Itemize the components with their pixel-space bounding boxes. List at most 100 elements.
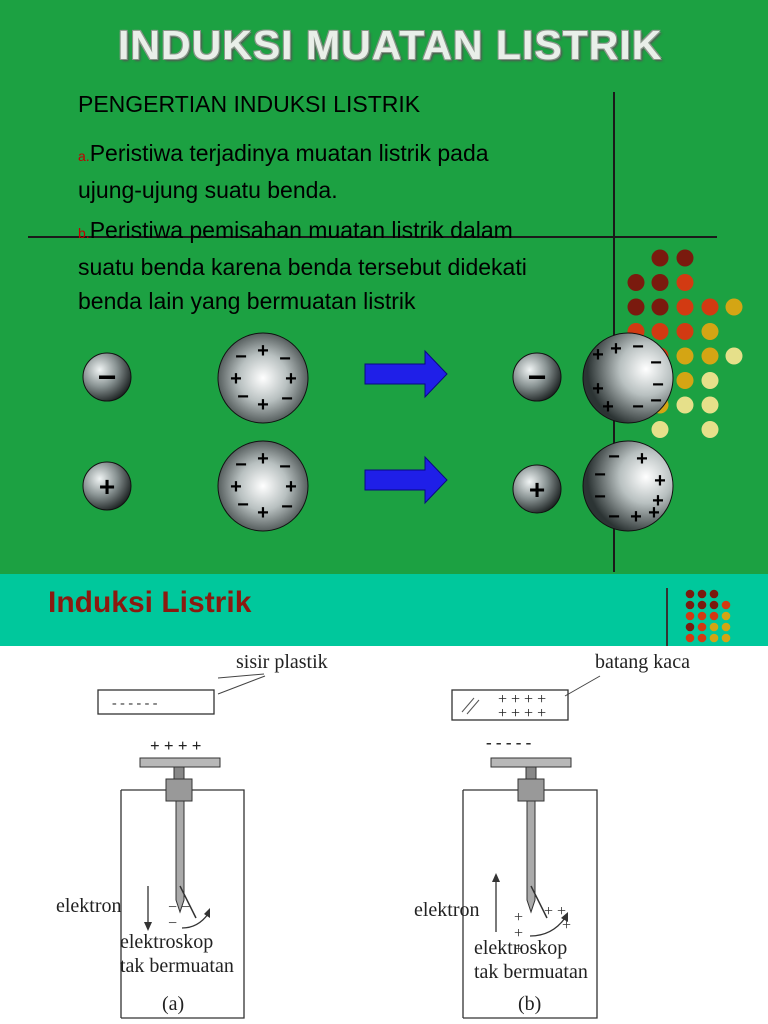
item-b-marker: b. <box>78 225 90 241</box>
leaf-charges-b: + <box>514 909 523 926</box>
decorative-dot <box>709 589 719 599</box>
charge-sign: − <box>650 390 662 412</box>
charge-sign: − <box>528 359 547 395</box>
charge-sign: − <box>279 456 291 478</box>
row1-large-sphere-neutral: −+−++−+− <box>217 332 309 424</box>
decorative-dot <box>685 589 695 599</box>
decorative-dot <box>676 249 694 267</box>
svg-text:+: + <box>562 917 571 934</box>
caption-b-line2: tak bermuatan <box>474 961 588 983</box>
caption-a-line1: elektroskop <box>120 931 213 953</box>
leaf-charges-a: − − <box>168 899 190 916</box>
rod-charges-b-bottom: + + + + <box>498 705 546 722</box>
charge-sign: + <box>257 502 269 524</box>
rod-label-a: sisir plastik <box>236 651 328 673</box>
row2-small-sphere-positive-after: + <box>512 464 562 514</box>
row2-large-sphere-neutral: −+−++−+− <box>217 440 309 532</box>
flow-label-b: elektron <box>414 899 480 921</box>
charge-sign: + <box>610 338 622 360</box>
decorative-dot <box>709 633 719 643</box>
decorative-horizontal-line <box>28 236 717 238</box>
electroscope-diagram-a: sisir plastik - - - - - - + + + + elektr… <box>56 651 328 1019</box>
item-a-marker: a. <box>78 148 90 164</box>
row2-small-sphere-positive: + <box>82 461 132 511</box>
row1-arrow-icon <box>364 349 448 399</box>
plate-charges-b: - - - - - <box>486 733 532 752</box>
decorative-dot <box>709 622 719 632</box>
slide-title: INDUKSI MUATAN LISTRIK <box>118 22 663 68</box>
charge-sign: + <box>636 448 648 470</box>
item-b-line1: Peristiwa pemisahan muatan listrik dalam <box>89 217 513 243</box>
charge-sign: − <box>235 454 247 476</box>
decorative-dot <box>697 600 707 610</box>
charge-sign: + <box>592 378 604 400</box>
decorative-vertical-line <box>666 588 668 646</box>
charge-sign: + <box>285 368 297 390</box>
charge-sign: + <box>257 394 269 416</box>
decorative-dot <box>627 274 645 291</box>
electroscope-figure: sisir plastik - - - - - - + + + + elektr… <box>56 651 690 1019</box>
charge-sign: + <box>230 368 242 390</box>
charge-sign: − <box>650 352 662 374</box>
decorative-dot <box>685 600 695 610</box>
charge-sign: − <box>281 496 293 518</box>
charge-sign: − <box>237 386 249 408</box>
flow-label-a: elektron <box>56 895 122 917</box>
decorative-dot <box>697 622 707 632</box>
item-a-line1: Peristiwa terjadinya muatan listrik pada <box>89 140 489 166</box>
slide2-title: Induksi Listrik <box>48 586 252 619</box>
charge-sign: − <box>594 486 606 508</box>
caption-a-line2: tak bermuatan <box>120 955 234 977</box>
decorative-dot <box>697 589 707 599</box>
decorative-dot <box>701 298 719 316</box>
row2-large-sphere-polarized: −+−+−+−++ <box>582 440 674 532</box>
svg-text:+ +: + + <box>544 903 566 920</box>
rod-charges-a: - - - - - - <box>112 696 158 711</box>
decorative-dot <box>676 274 694 291</box>
charge-sign: + <box>529 474 545 505</box>
row1-small-sphere-negative-after: − <box>512 352 562 402</box>
decorative-dot <box>721 611 731 621</box>
row2-arrow-icon <box>364 455 448 505</box>
title-band: Induksi Listrik <box>0 574 768 646</box>
decorative-dot <box>651 274 669 291</box>
charge-sign: + <box>654 470 666 492</box>
rod-charges-b-top: + + + + <box>498 691 546 708</box>
decorative-dot <box>725 298 743 316</box>
charge-sign: − <box>279 348 291 370</box>
charge-sign: − <box>652 374 664 396</box>
charge-sign: − <box>237 494 249 516</box>
decorative-dot-grid-small <box>685 589 731 643</box>
decorative-dot <box>651 298 669 316</box>
caption-b-line1: elektroskop <box>474 937 567 959</box>
decorative-dot <box>697 611 707 621</box>
slide-induksi-listrik: Induksi Listrik sisir plastik - - - - - … <box>0 574 768 1024</box>
decorative-dot <box>697 633 707 643</box>
svg-text:−: − <box>168 915 177 932</box>
item-b-line2: suatu benda karena benda tersebut dideka… <box>78 254 527 280</box>
charge-sign: − <box>632 396 644 418</box>
charge-sign: + <box>652 490 664 512</box>
charge-sign: − <box>281 388 293 410</box>
decorative-dot <box>721 633 731 643</box>
decorative-dot <box>685 633 695 643</box>
item-b: b.Peristiwa pemisahan muatan listrik dal… <box>78 213 527 318</box>
decorative-dot <box>721 622 731 632</box>
charge-sign: − <box>632 336 644 358</box>
electroscope-diagram-b: batang kaca + + + + + + + + - - - - - el… <box>414 651 690 1019</box>
charge-sign: + <box>648 502 660 524</box>
charge-sign: + <box>630 506 642 528</box>
decorative-dot <box>709 611 719 621</box>
charge-sign: + <box>257 448 269 470</box>
decorative-dot <box>627 298 645 316</box>
decorative-dot <box>685 611 695 621</box>
charge-sign: − <box>608 446 620 468</box>
charge-sign: − <box>594 464 606 486</box>
row1-large-sphere-polarized: ++−−++−−− <box>582 332 674 424</box>
charge-sign: + <box>592 344 604 366</box>
svg-text:+: + <box>514 925 523 942</box>
item-a-line2: ujung-ujung suatu benda. <box>78 177 338 203</box>
induction-spheres-diagram: − −+−++−+− − ++−−++−−− + −+−++−+− <box>82 332 674 532</box>
charge-sign: + <box>285 476 297 498</box>
slide-induksi-muatan: INDUKSI MUATAN LISTRIK PENGERTIAN INDUKS… <box>0 0 768 574</box>
